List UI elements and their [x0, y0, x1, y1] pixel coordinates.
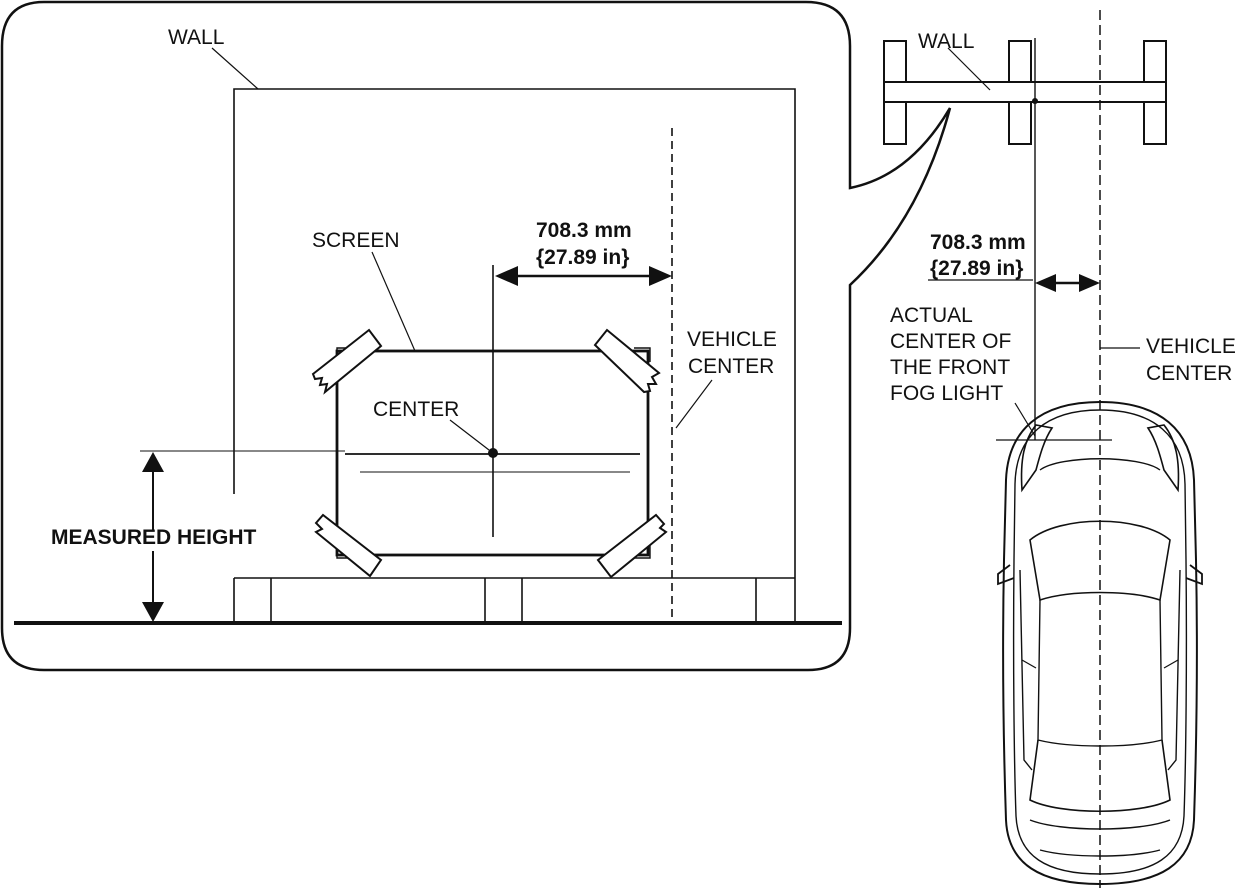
- wall-leader: [211, 47, 259, 90]
- screen-stand: [233, 577, 795, 622]
- center-label: CENTER: [373, 398, 459, 421]
- center-point: [488, 448, 498, 458]
- wall-top-view: [883, 40, 1167, 145]
- fog-light-label-1: ACTUAL: [890, 304, 973, 327]
- distance-in-label-left: {27.89 in}: [536, 246, 629, 269]
- vehicle-center-label-left-1: VEHICLE: [687, 328, 777, 351]
- screen-label: SCREEN: [312, 229, 400, 252]
- fog-light-wall-point: [1032, 98, 1038, 104]
- distance-mm-label-left: 708.3 mm: [536, 219, 632, 242]
- vehicle-center-label-right-1: VEHICLE: [1146, 335, 1236, 358]
- vehicle-top-view: [997, 400, 1203, 886]
- vehicle-center-label-left-2: CENTER: [688, 355, 774, 378]
- dimension-arrow-right: [1035, 274, 1100, 292]
- tape-bottom-left: [314, 513, 383, 578]
- fog-light-label-2: CENTER OF: [890, 330, 1011, 353]
- screen-leader: [371, 251, 416, 352]
- vehicle-center-label-right-2: CENTER: [1146, 362, 1232, 385]
- wall-outline: [233, 88, 796, 622]
- vehicle-center-leader-left: [675, 379, 713, 429]
- wall-label-left: WALL: [168, 26, 224, 49]
- tape-bottom-right: [596, 513, 668, 579]
- distance-in-label-right: {27.89 in}: [930, 257, 1023, 280]
- center-leader: [449, 419, 490, 451]
- wall-label-right: WALL: [918, 30, 974, 53]
- wall-leader-right: [947, 47, 991, 91]
- measured-height-arrow: [142, 452, 164, 622]
- dimension-arrow-left: [495, 266, 672, 286]
- callout-balloon: [0, 0, 952, 672]
- measured-height-label: MEASURED HEIGHT: [51, 526, 257, 549]
- distance-mm-label-right: 708.3 mm: [930, 231, 1026, 254]
- tape-top-left: [311, 328, 383, 395]
- tape-top-right: [593, 328, 661, 394]
- fog-light-label-3: THE FRONT: [890, 356, 1010, 379]
- fog-light-label-4: FOG LIGHT: [890, 382, 1003, 405]
